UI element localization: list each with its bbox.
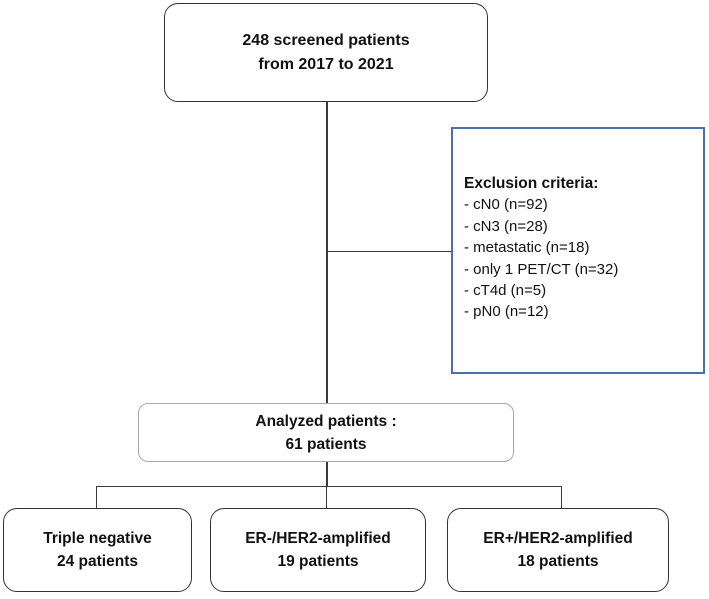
- group-count: 19 patients: [277, 553, 359, 570]
- connector-drop-er-neg: [326, 486, 328, 508]
- screened-period-text: from 2017 to 2021: [258, 55, 394, 73]
- group-name: Triple negative: [43, 530, 152, 547]
- exclusion-item: - only 1 PET/CT (n=32): [464, 260, 619, 278]
- exclusion-item: - cN3 (n=28): [464, 217, 548, 235]
- analyzed-count: 61 patients: [285, 435, 367, 453]
- exclusion-criteria-title: Exclusion criteria:: [464, 175, 599, 192]
- exclusion-item: - cT4d (n=5): [464, 282, 547, 300]
- group-box-er-pos-her2-amplified: ER+/HER2-amplified 18 patients: [447, 508, 669, 592]
- group-count: 18 patients: [517, 553, 599, 570]
- group-name: ER-/HER2-amplified: [245, 530, 391, 547]
- group-name: ER+/HER2-amplified: [483, 530, 633, 547]
- connector-exclusion-branch: [327, 251, 451, 253]
- exclusion-criteria-box: Exclusion criteria: - cN0 (n=92) - cN3 (…: [451, 127, 705, 374]
- exclusion-item: - pN0 (n=12): [464, 303, 549, 321]
- connector-drop-er-pos: [561, 486, 563, 508]
- screened-patients-box: 248 screened patients from 2017 to 2021: [164, 3, 488, 102]
- exclusion-item: - metastatic (n=18): [464, 239, 590, 257]
- connector-split-horizontal: [96, 486, 562, 488]
- screened-count-text: 248 screened patients: [242, 31, 410, 49]
- connector-analyzed-stem: [326, 462, 328, 487]
- connector-main-vertical: [326, 102, 328, 403]
- connector-drop-triple: [96, 486, 98, 508]
- analyzed-label: Analyzed patients :: [255, 412, 397, 430]
- exclusion-item: - cN0 (n=92): [464, 196, 548, 214]
- group-box-er-neg-her2-amplified: ER-/HER2-amplified 19 patients: [210, 508, 426, 592]
- analyzed-patients-box: Analyzed patients : 61 patients: [138, 403, 514, 462]
- group-box-triple-negative: Triple negative 24 patients: [3, 508, 192, 592]
- group-count: 24 patients: [57, 553, 138, 570]
